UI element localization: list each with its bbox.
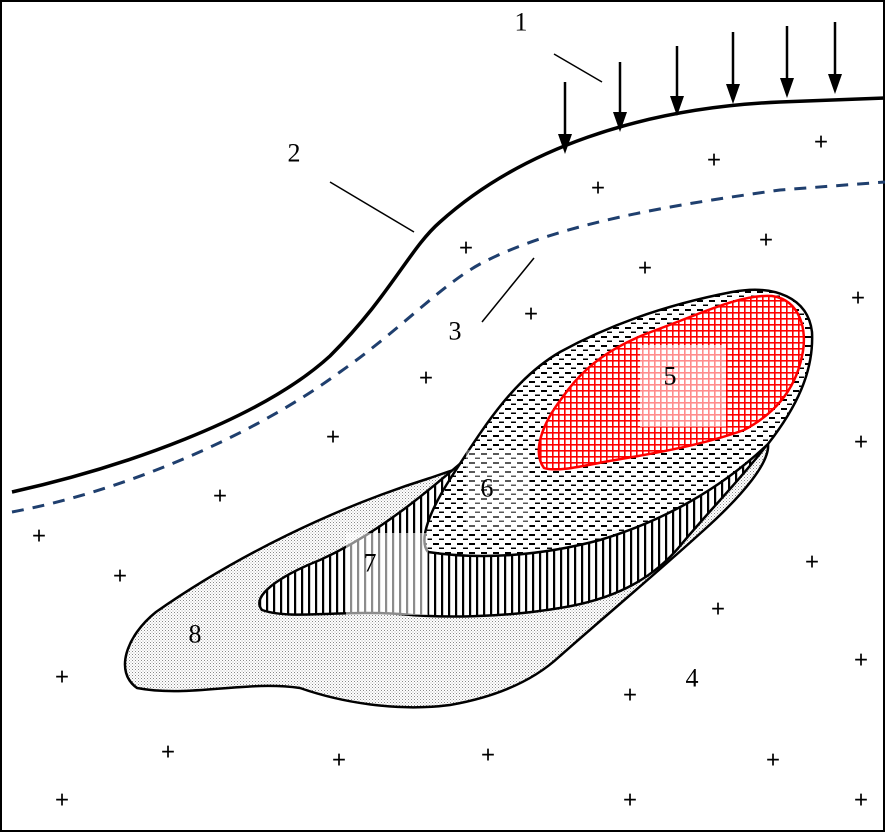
label-4: 4 xyxy=(686,664,699,693)
label-2: 2 xyxy=(288,139,301,168)
label-patch-5 xyxy=(640,345,726,427)
plus-mark: + xyxy=(419,365,433,392)
label-7: 7 xyxy=(364,549,377,578)
zone-labels: 1 2 3 4 5 6 7 8 xyxy=(189,8,699,693)
plus-mark: + xyxy=(851,285,865,312)
leader-line-3 xyxy=(481,257,535,323)
plus-mark: + xyxy=(707,147,721,174)
plus-mark: + xyxy=(766,747,780,774)
infiltration-arrows xyxy=(558,22,842,154)
water-table-line xyxy=(11,180,885,514)
plus-mark: + xyxy=(623,787,637,814)
plus-mark: + xyxy=(591,175,605,202)
label-6: 6 xyxy=(481,474,494,503)
leader-line-1 xyxy=(553,53,603,83)
label-5: 5 xyxy=(664,362,677,391)
label-patch-6 xyxy=(466,450,530,530)
plus-mark: + xyxy=(759,227,773,254)
plus-mark: + xyxy=(814,129,828,156)
plus-mark: + xyxy=(481,742,495,769)
plus-mark: + xyxy=(711,596,725,623)
leader-line-2 xyxy=(329,181,415,233)
plus-mark: + xyxy=(55,664,69,691)
ground-surface-line xyxy=(11,96,885,494)
plus-mark: + xyxy=(113,563,127,590)
label-8: 8 xyxy=(189,620,202,649)
plus-mark: + xyxy=(854,647,868,674)
plus-mark: + xyxy=(854,429,868,456)
plus-mark: + xyxy=(459,235,473,262)
plus-mark: + xyxy=(805,549,819,576)
plus-mark: + xyxy=(161,739,175,766)
bedrock-plus-signs: + + + + + + + + + + + + + + + + + + + + … xyxy=(32,129,868,814)
plus-mark: + xyxy=(213,483,227,510)
plus-mark: + xyxy=(332,747,346,774)
plus-mark: + xyxy=(524,301,538,328)
plus-mark: + xyxy=(55,787,69,814)
label-patch-7 xyxy=(346,533,428,615)
plus-mark: + xyxy=(326,424,340,451)
plus-mark: + xyxy=(623,682,637,709)
plus-mark: + xyxy=(638,255,652,282)
plus-mark: + xyxy=(854,787,868,814)
plus-mark: + xyxy=(32,523,46,550)
label-3: 3 xyxy=(449,317,462,346)
label-1: 1 xyxy=(515,8,528,37)
